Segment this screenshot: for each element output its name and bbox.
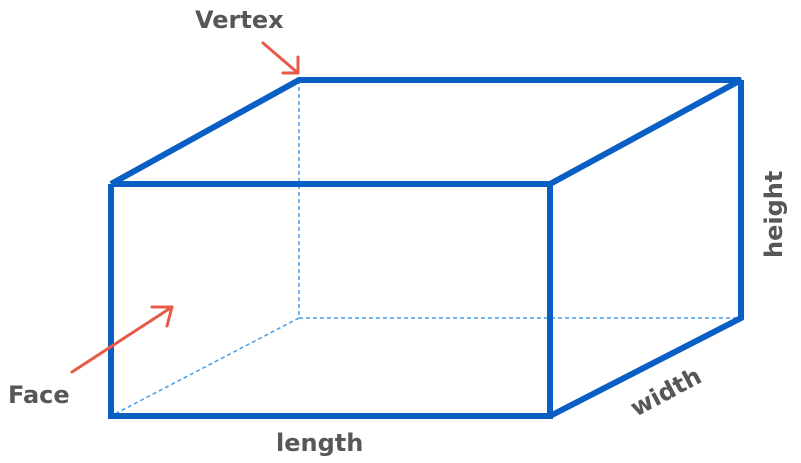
hidden-edges bbox=[110, 80, 741, 417]
face-label: Face bbox=[8, 381, 70, 409]
face-arrow bbox=[70, 305, 174, 374]
top-face bbox=[109, 77, 743, 187]
height-label: height bbox=[760, 171, 788, 258]
front-face bbox=[108, 181, 553, 419]
length-label: length bbox=[276, 429, 363, 457]
hidden-edge-depth bbox=[110, 317, 300, 417]
visible-edges bbox=[108, 77, 744, 419]
vertex-label: Vertex bbox=[195, 6, 284, 34]
vertex-arrow bbox=[261, 41, 300, 75]
side-face bbox=[548, 80, 744, 419]
